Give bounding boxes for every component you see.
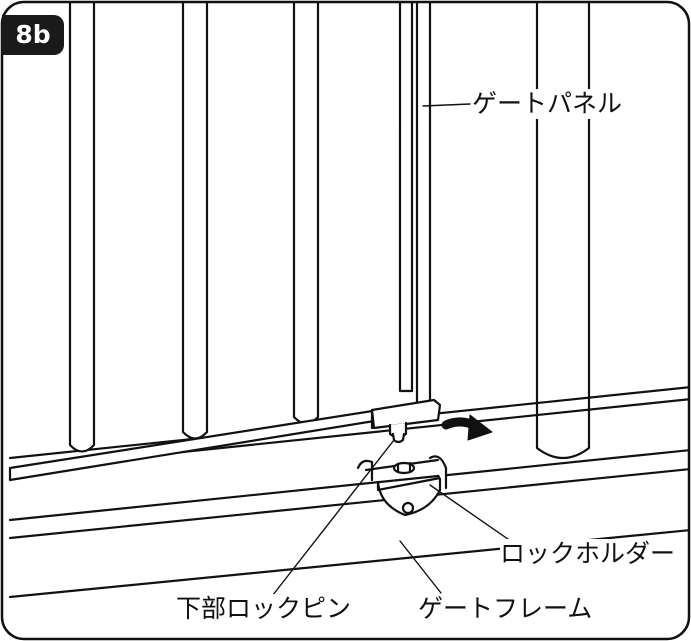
lock-holder	[356, 455, 448, 517]
gate-panel-bars	[68, 2, 320, 453]
frame-post	[535, 2, 591, 460]
rotation-arrow-icon	[441, 414, 493, 441]
label-gate-frame: ゲートフレーム	[418, 594, 593, 624]
label-gate-panel: ゲートパネル	[472, 89, 623, 119]
label-lower-lock-pin: 下部ロックピン	[176, 594, 352, 624]
label-lock-holder: ロックホルダー	[500, 539, 676, 569]
step-number-badge: 8b	[2, 15, 64, 55]
latch-handle	[370, 398, 442, 444]
